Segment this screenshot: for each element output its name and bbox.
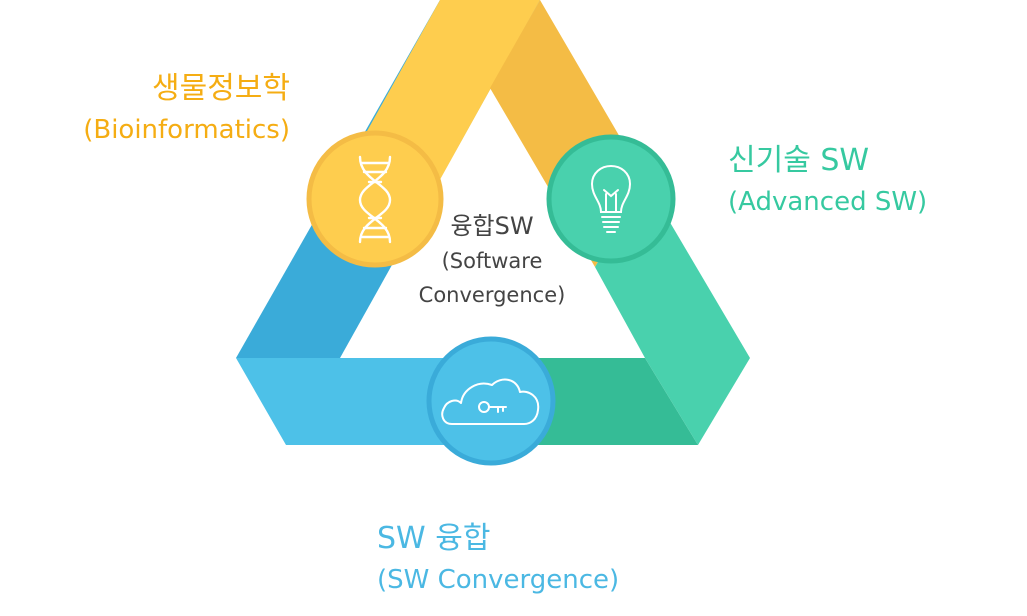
advanced-sw-subtitle: (Advanced SW) [728, 187, 928, 217]
sw-convergence-circle [426, 336, 556, 466]
bioinformatics-circle [306, 130, 444, 268]
advanced-sw-label: 신기술 SW (Advanced SW) [728, 140, 927, 222]
lightbulb-icon [590, 164, 632, 233]
dna-icon [358, 155, 392, 244]
advanced-sw-title: 신기술 SW [728, 143, 870, 178]
bioinformatics-subtitle: (Bioinformatics) [83, 115, 290, 145]
center-line-2: (Software [441, 249, 543, 273]
sw-convergence-label: SW 융합 (SW Convergence) [377, 518, 619, 600]
bioinformatics-title: 생물정보학 [152, 71, 290, 106]
center-label: 융합SW (Software Convergence) [392, 208, 592, 312]
cloud-key-icon [441, 378, 540, 425]
center-title: 융합SW [450, 212, 534, 240]
center-line-3: Convergence) [418, 283, 566, 307]
right-band-green-tip [645, 358, 750, 445]
sw-convergence-title: SW 융합 [377, 521, 491, 556]
bottom-band-blue [236, 358, 490, 445]
advanced-sw-circle [546, 134, 676, 264]
bioinformatics-label: 생물정보학 (Bioinformatics) [78, 68, 290, 150]
sw-convergence-subtitle: (SW Convergence) [377, 565, 620, 595]
